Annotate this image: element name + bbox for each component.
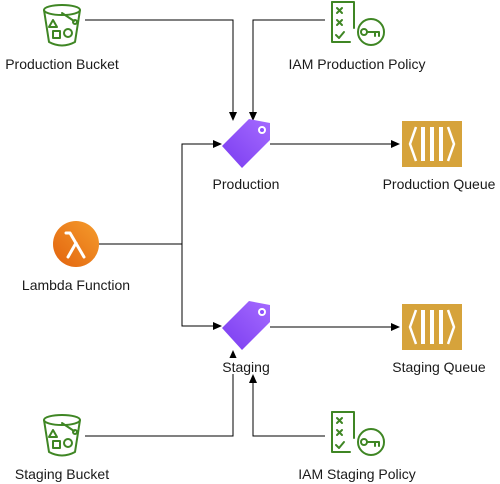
tag-icon xyxy=(222,119,270,168)
node-iam-production-policy[interactable]: IAM Production Policy xyxy=(289,1,426,72)
edge-iam-production-policy-to-production xyxy=(249,19,325,121)
s3-bucket-icon xyxy=(43,4,81,47)
tag-icon xyxy=(222,301,270,350)
edge-staging-bucket-to-staging xyxy=(85,350,237,437)
iam-policy-icon xyxy=(331,411,385,456)
node-label: Production xyxy=(213,176,280,192)
sqs-queue-icon xyxy=(402,304,462,350)
node-production-queue[interactable]: Production Queue xyxy=(383,121,496,192)
edge-production-bucket-to-production xyxy=(85,19,237,121)
edge-staging-to-staging-queue xyxy=(270,323,400,331)
node-label: IAM Production Policy xyxy=(289,56,426,72)
node-staging-bucket[interactable]: Staging Bucket xyxy=(15,414,109,482)
edge-iam-staging-policy-to-staging xyxy=(249,374,325,437)
node-label: Production Queue xyxy=(383,176,496,192)
node-label: IAM Staging Policy xyxy=(298,466,416,482)
edge-production-to-production-queue xyxy=(270,140,400,148)
node-staging-queue[interactable]: Staging Queue xyxy=(392,304,486,375)
edge-lambda-to-staging xyxy=(181,244,222,330)
edges xyxy=(85,19,400,437)
node-label: Staging xyxy=(222,359,269,375)
node-lambda-function[interactable]: Lambda Function xyxy=(22,221,130,293)
lambda-icon xyxy=(53,221,99,267)
node-staging[interactable]: Staging xyxy=(218,301,274,375)
node-production[interactable]: Production xyxy=(213,119,280,192)
node-production-bucket[interactable]: Production Bucket xyxy=(5,4,119,72)
label-background xyxy=(218,358,274,374)
node-iam-staging-policy[interactable]: IAM Staging Policy xyxy=(298,411,416,482)
s3-bucket-icon xyxy=(43,414,81,457)
sqs-queue-icon xyxy=(402,121,462,167)
node-label: Lambda Function xyxy=(22,277,130,293)
node-label: Staging Queue xyxy=(392,359,486,375)
edge-lambda-to-production xyxy=(99,140,222,245)
node-label: Production Bucket xyxy=(5,56,119,72)
node-label: Staging Bucket xyxy=(15,466,109,482)
iam-policy-icon xyxy=(331,1,385,46)
